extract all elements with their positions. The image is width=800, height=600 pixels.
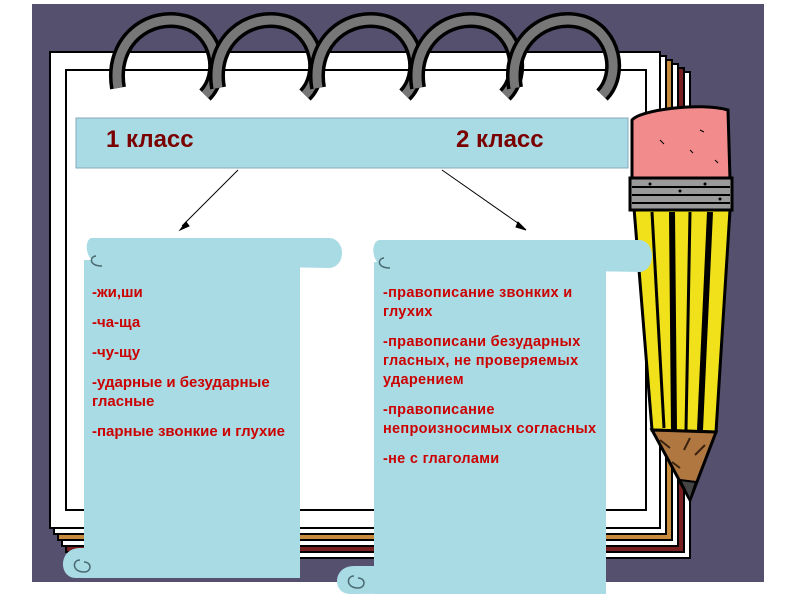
pencil-icon [628,105,734,504]
spiral-ring-icon [505,12,622,101]
list-item: -не с глаголами [383,451,500,467]
grade-2-label: 2 класс [456,126,544,153]
left-arrow-icon [181,169,239,227]
list-item: -ча-ща [92,314,141,331]
list-item: -правописани безударных гласных, не пров… [383,334,581,388]
grade-2-topic-list: -правописание звонких и глухих -правопис… [383,284,603,480]
list-item: -жи,ши [92,284,143,301]
spiral-rings [108,12,622,101]
grade-1-label: 1 класс [106,126,194,153]
list-item: -правописание звонких и глухих [383,285,573,320]
grade-1-topic-list: -жи,ши -ча-ща -чу-щу -ударные и безударн… [92,283,292,452]
list-item: -парные звонкие и глухие [92,423,285,440]
right-scroll [336,240,652,594]
list-item: -чу-щу [92,344,141,361]
list-item: -ударные и безударные гласные [92,374,270,410]
right-arrow-icon [441,169,523,227]
left-scroll [62,238,342,578]
arrow-icons [178,169,527,232]
list-item: -правописание непроизносимых согласных [383,402,597,437]
header-band [75,117,629,169]
